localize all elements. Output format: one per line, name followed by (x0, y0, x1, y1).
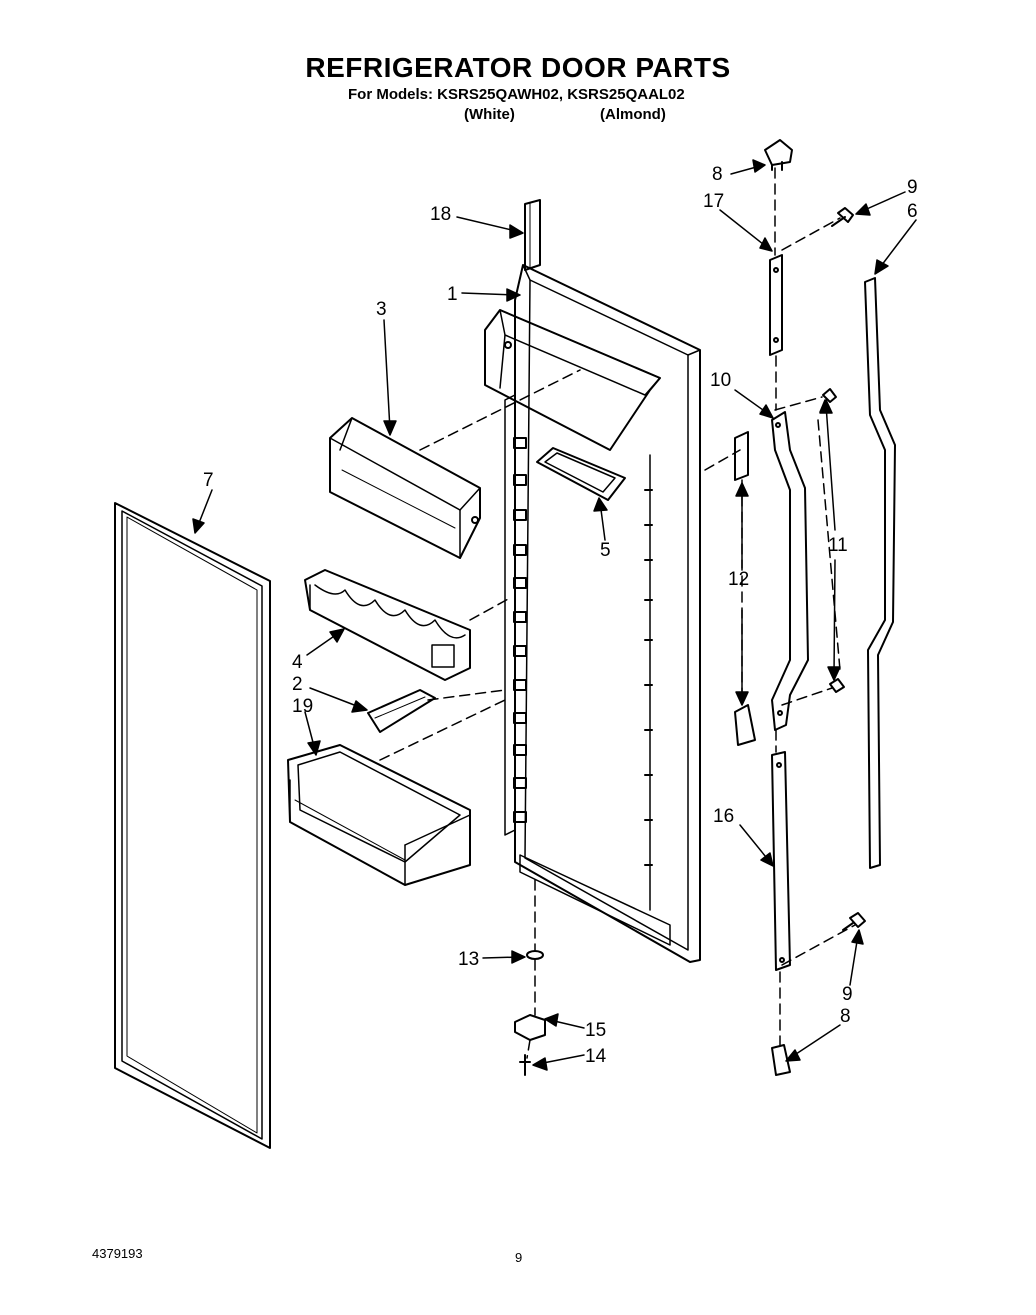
callout-13: 13 (458, 949, 479, 970)
callout-19: 19 (292, 696, 313, 717)
door-handle (771, 411, 809, 731)
callout-4: 4 (292, 652, 303, 673)
page-title: REFRIGERATOR DOOR PARTS (305, 52, 731, 83)
door-side-trim (864, 277, 896, 869)
callout-leaders (192, 159, 917, 1071)
handle-end-cap-bottom (771, 1044, 791, 1076)
door-bin (287, 744, 471, 886)
callout-14: 14 (585, 1046, 607, 1067)
lower-handle-mount (771, 751, 791, 971)
lower-hinge-parts (514, 950, 546, 1076)
utility-tray (536, 447, 626, 501)
callout-6: 6 (907, 201, 918, 222)
callout-1: 1 (447, 284, 458, 305)
callout-11: 11 (828, 535, 848, 556)
egg-bin (304, 569, 471, 681)
callout-labels: 18 1 3 7 5 4 2 19 8 17 9 6 10 11 12 16 9… (203, 164, 918, 1067)
callout-8-top: 8 (712, 164, 723, 185)
dairy-compartment-door (329, 417, 481, 559)
handle-end-cap-top (764, 139, 793, 171)
callout-7: 7 (203, 470, 214, 491)
callout-10: 10 (710, 370, 731, 391)
callout-12: 12 (728, 569, 749, 590)
door-gasket (114, 502, 271, 1149)
callout-5: 5 (600, 540, 611, 561)
callout-2: 2 (292, 674, 303, 695)
handle-trim (734, 431, 756, 746)
callout-8-bottom: 8 (840, 1006, 851, 1027)
callout-3: 3 (376, 299, 387, 320)
part-number: 4379193 (92, 1246, 143, 1261)
variant-almond: (Almond) (600, 106, 666, 123)
door-liner (484, 264, 701, 963)
callout-17: 17 (703, 191, 724, 212)
upper-handle-mount (769, 254, 783, 356)
callout-9-bottom: 9 (842, 984, 853, 1005)
callout-18: 18 (430, 204, 451, 225)
variant-white: (White) (464, 106, 515, 123)
door-trim-strip (524, 199, 541, 271)
callout-9-top: 9 (907, 177, 918, 198)
callout-15: 15 (585, 1020, 606, 1041)
handle-screws (822, 207, 866, 931)
page-number: 9 (515, 1250, 523, 1265)
bin-retainer (367, 689, 436, 733)
model-numbers: For Models: KSRS25QAWH02, KSRS25QAAL02 (348, 86, 685, 103)
callout-16: 16 (713, 806, 734, 827)
